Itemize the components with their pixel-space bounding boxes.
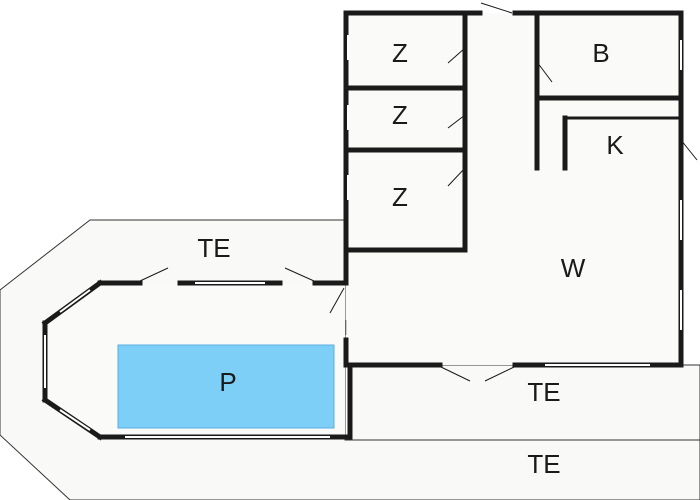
room-label-bedroom-2: Z [392,100,408,130]
windows [44,35,682,438]
room-label-kitchen: K [606,130,624,160]
room-label-living: W [561,253,586,283]
room-label-terrace-east: TE [527,377,560,407]
pool [117,344,335,429]
room-label-bedroom-1: Z [392,38,408,68]
doors [139,2,698,382]
room-label-terrace-north: TE [197,233,230,263]
room-label-terrace-south: TE [527,449,560,479]
terrace-surface-east [349,364,700,441]
room-label-bedroom-3: Z [392,182,408,212]
room-label-bathroom: B [592,38,609,68]
house-interior [346,13,681,365]
room-label-pool: P [219,367,236,397]
